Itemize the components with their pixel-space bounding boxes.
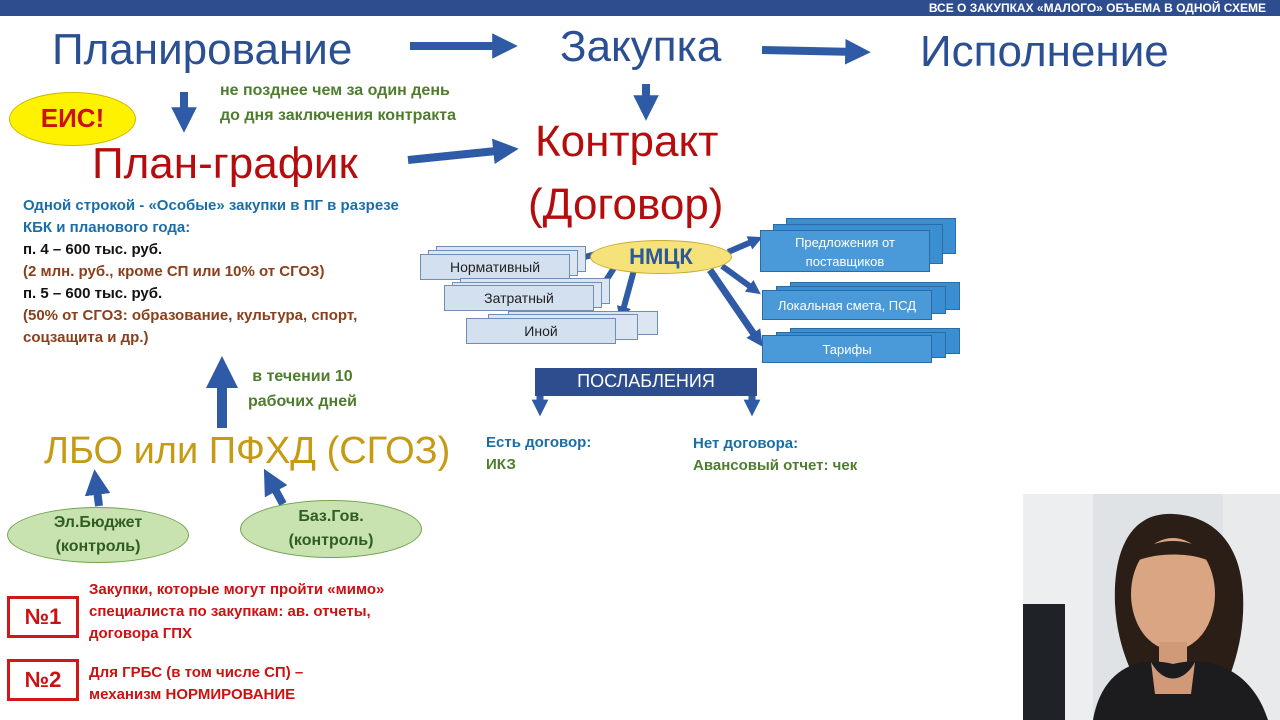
top-banner	[0, 0, 1280, 16]
no1-text-line1: Закупки, которые могут пройти «мимо»	[89, 581, 385, 598]
method-cost: Затратный	[444, 285, 594, 311]
arrow-purchase-execution	[761, 38, 871, 65]
pg-note-line7: соцзащита и др.)	[23, 329, 149, 346]
contract-title: Контракт	[535, 117, 719, 166]
deadline-note: не позднее чем за один день до дня заклю…	[220, 78, 456, 128]
ten-days-line1: в течении 10	[252, 368, 353, 385]
baz-gov-line1: Баз.Гов.	[298, 508, 364, 525]
pg-note-line1: Одной строкой - «Особые» закупки в ПГ в …	[23, 197, 399, 214]
baz-gov-line2: (контроль)	[288, 532, 374, 549]
arrow-bazgov-up	[263, 468, 288, 506]
presenter-video	[1023, 494, 1280, 720]
method-estimate-label: Локальная смета, ПСД	[777, 298, 917, 313]
el-budget-ellipse: Эл.Бюджет (контроль)	[7, 507, 189, 563]
relaxations-banner: ПОСЛАБЛЕНИЯ	[535, 368, 757, 396]
arrow-nmck-proposals	[726, 236, 763, 255]
no2-text-line1: Для ГРБС (в том числе СП) –	[89, 664, 304, 681]
plan-schedule-title: План-график	[92, 139, 358, 188]
el-budget-line2: (контроль)	[55, 538, 141, 555]
pg-note-line3: п. 4 – 600 тыс. руб.	[23, 241, 163, 258]
method-other-label: Иной	[524, 323, 558, 339]
no2-text-line2: механизм НОРМИРОВАНИЕ	[89, 686, 296, 703]
no1-label: №1	[24, 604, 62, 629]
arrow-nmck-other	[616, 269, 637, 321]
has-contract-line1: Есть договор:	[486, 434, 592, 451]
no-contract-line1: Нет договора:	[693, 435, 799, 452]
relaxations-label: ПОСЛАБЛЕНИЯ	[577, 371, 715, 391]
no1-text: Закупки, которые могут пройти «мимо» спе…	[89, 579, 384, 645]
method-proposals: Предложения от поставщиков	[760, 230, 930, 272]
ten-days-line2: рабочих дней	[248, 393, 357, 410]
nmck-label: НМЦК	[629, 244, 693, 269]
plan-schedule-note: Одной строкой - «Особые» закупки в ПГ в …	[23, 195, 399, 349]
arrow-nmck-tariffs	[707, 268, 763, 347]
arrow-elbudget-up	[84, 469, 111, 507]
pg-note-line5: п. 5 – 600 тыс. руб.	[23, 285, 163, 302]
arrow-plan-contract	[407, 138, 519, 165]
method-normative-label: Нормативный	[449, 259, 541, 275]
pg-note-line4: (2 млн. руб., кроме СП или 10% от СГОЗ)	[23, 263, 325, 280]
method-proposals-line2: поставщиков	[805, 254, 885, 269]
method-normative: Нормативный	[420, 254, 570, 280]
method-cost-label: Затратный	[484, 290, 554, 306]
no1-box: №1	[7, 596, 79, 638]
has-contract-line2: ИКЗ	[486, 456, 516, 473]
no2-text: Для ГРБС (в том числе СП) – механизм НОР…	[89, 662, 303, 706]
no1-text-line2: специалиста по закупкам: ав. отчеты,	[89, 603, 371, 620]
no-contract-note: Нет договора: Авансовый отчет: чек	[693, 433, 857, 477]
pg-note-line2: КБК и планового года:	[23, 219, 191, 236]
no2-box: №2	[7, 659, 79, 701]
deadline-line1: не позднее чем за один день	[220, 82, 450, 99]
el-budget-line1: Эл.Бюджет	[53, 514, 143, 531]
no2-label: №2	[24, 667, 62, 692]
lbo-title: ЛБО или ПФХД (СГОЗ)	[44, 430, 451, 472]
no-contract-line2: Авансовый отчет: чек	[693, 457, 858, 474]
method-proposals-line1: Предложения от	[795, 235, 895, 250]
presenter-image	[1023, 494, 1280, 720]
baz-gov-ellipse: Баз.Гов. (контроль)	[240, 500, 422, 558]
execution-title: Исполнение	[920, 27, 1169, 76]
purchase-title: Закупка	[560, 22, 722, 71]
pg-note-line6: (50% от СГОЗ: образование, культура, спо…	[23, 307, 358, 324]
method-tariffs-label: Тарифы	[822, 342, 872, 357]
nmck-ellipse: НМЦК	[590, 240, 732, 274]
has-contract-note: Есть договор: ИКЗ	[486, 432, 591, 476]
method-estimate: Локальная смета, ПСД	[762, 290, 932, 320]
banner-title: ВСЕ О ЗАКУПКАХ «МАЛОГО» ОБЪЕМА В ОДНОЙ С…	[928, 1, 1266, 15]
eis-label: ЕИС!	[40, 103, 105, 133]
ten-days-note: в течении 10 рабочих дней	[248, 364, 357, 414]
eis-badge: ЕИС!	[9, 92, 136, 146]
contract-subtitle: (Договор)	[528, 180, 724, 229]
planning-title: Планирование	[52, 25, 353, 74]
method-tariffs: Тарифы	[762, 335, 932, 363]
no1-text-line3: договора ГПХ	[89, 625, 193, 642]
method-other: Иной	[466, 318, 616, 344]
deadline-line2: до дня заключения контракта	[220, 107, 456, 124]
arrow-nmck-estimate	[720, 263, 761, 295]
